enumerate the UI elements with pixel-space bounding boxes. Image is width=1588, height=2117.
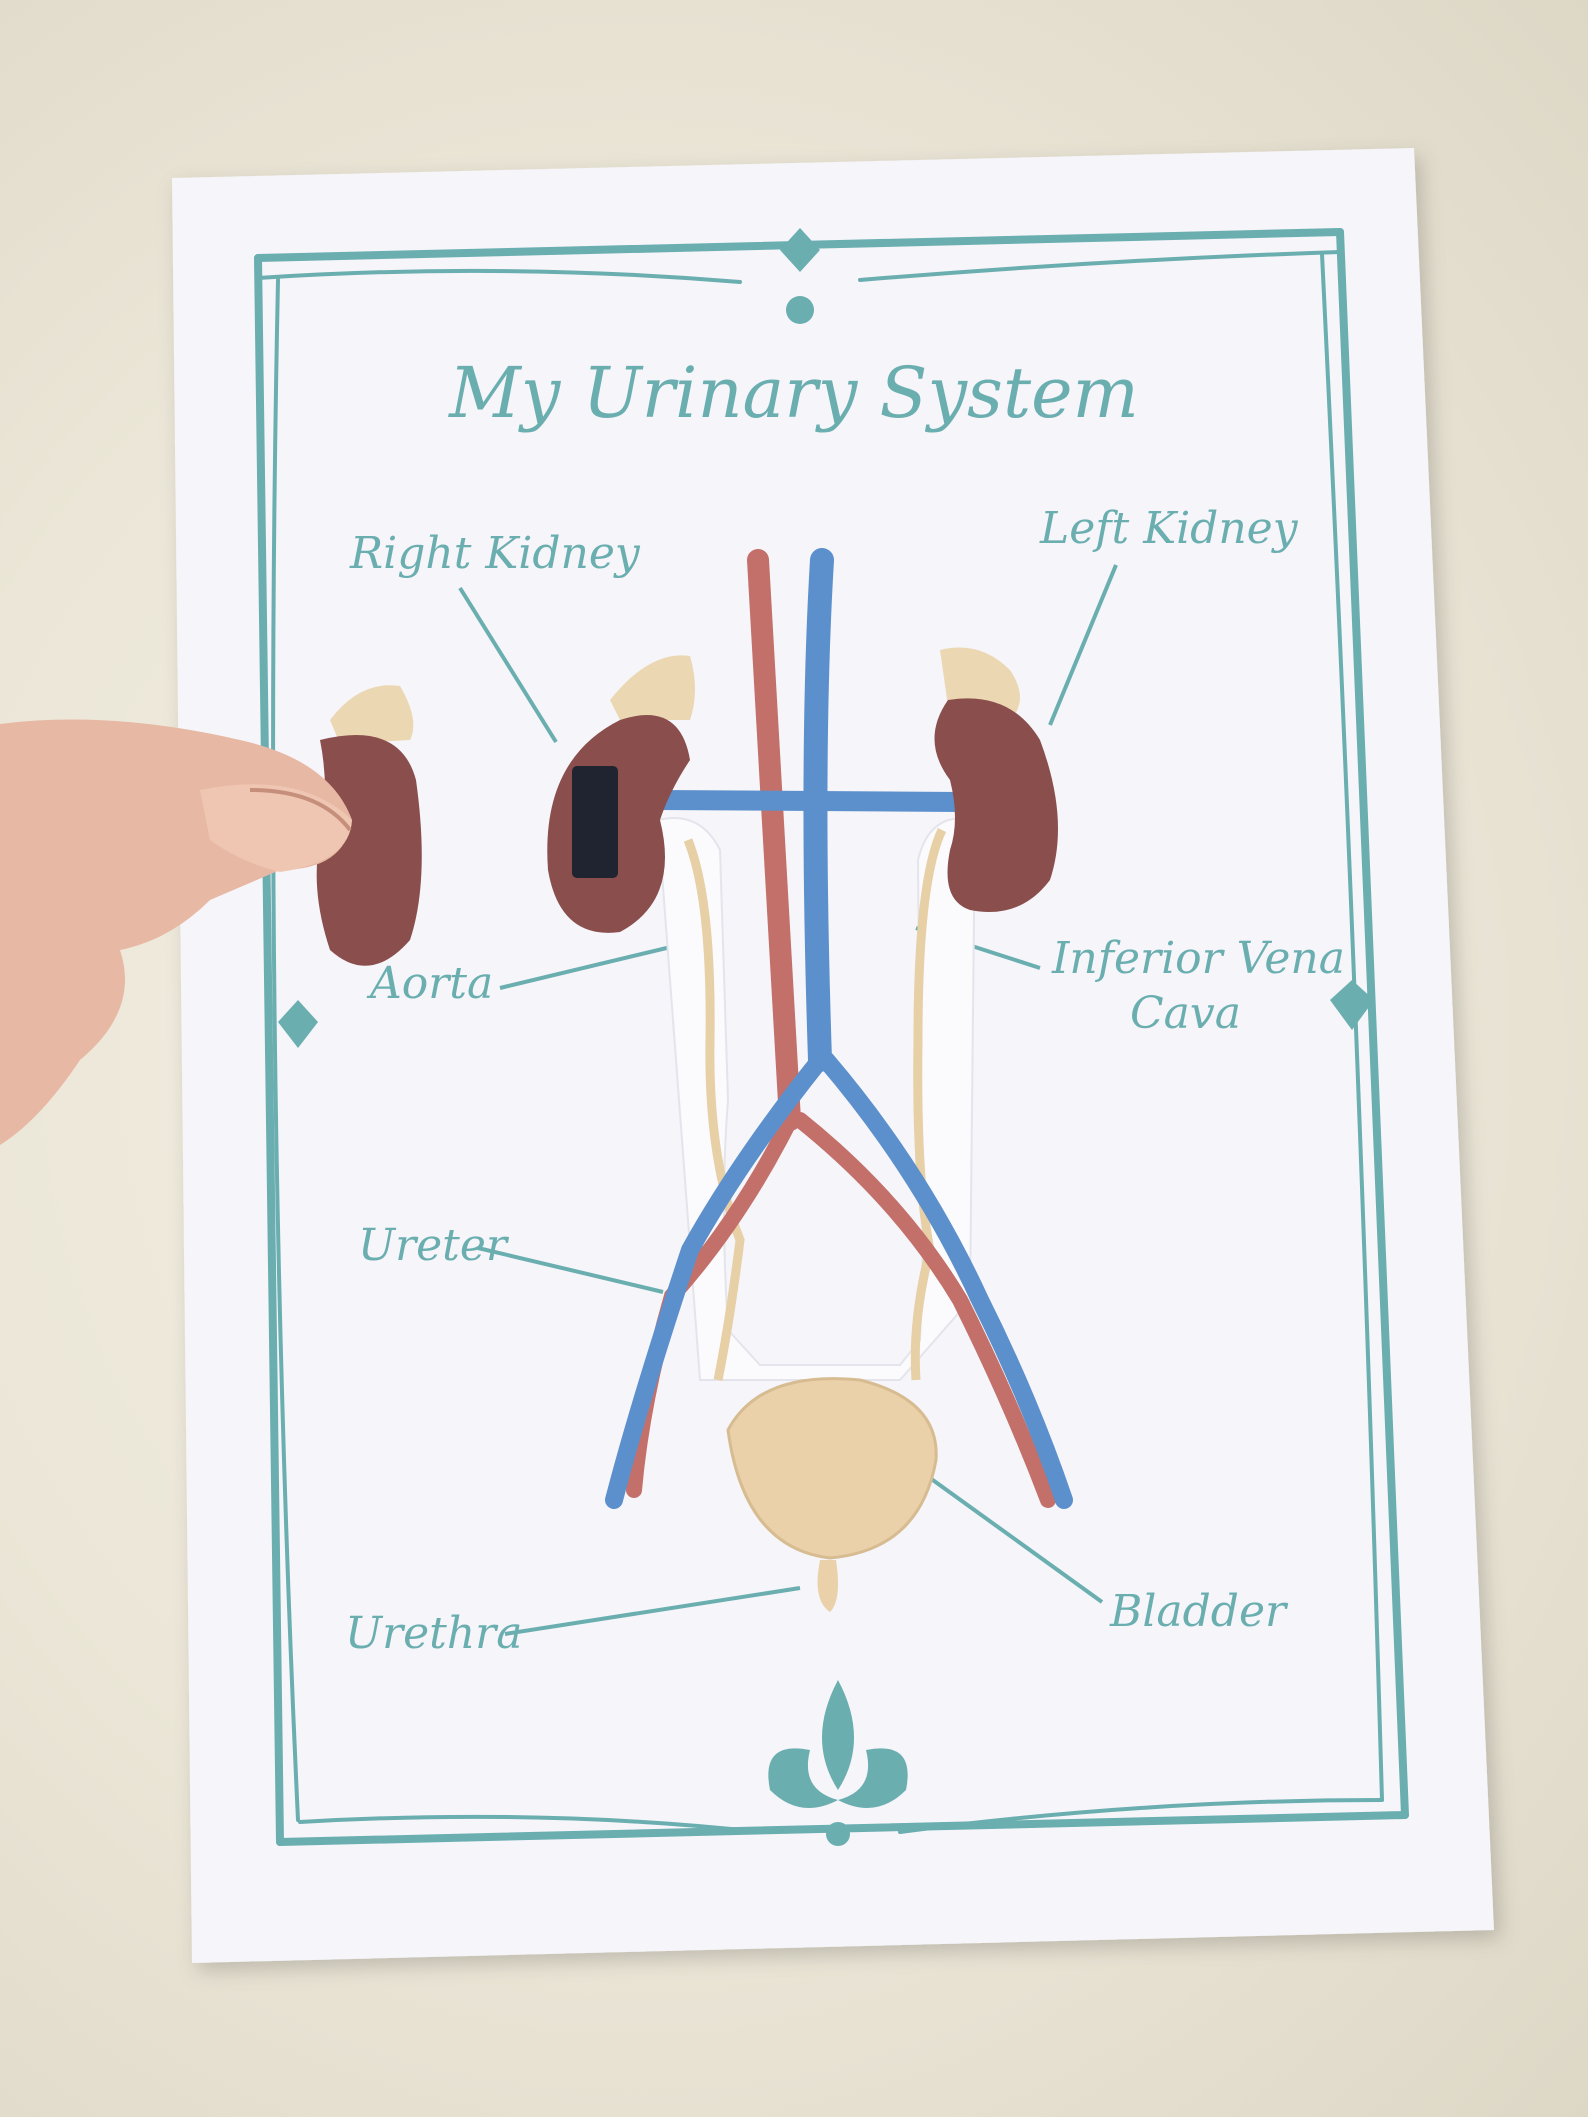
- label-ureter: Ureter: [358, 1220, 507, 1271]
- label-urethra: Urethra: [345, 1608, 523, 1659]
- hand: [0, 719, 352, 1145]
- label-aorta: Aorta: [370, 958, 494, 1009]
- bladder: [726, 1377, 938, 1612]
- inferior-vena-cava: [605, 548, 1073, 1509]
- label-left-kidney: Left Kidney: [1040, 503, 1298, 554]
- held-kidney-cutout: [316, 685, 422, 966]
- ureter: [683, 828, 947, 1381]
- velcro-patch: [572, 766, 618, 878]
- label-bladder: Bladder: [1110, 1586, 1287, 1637]
- right-kidney-cutout: [547, 655, 695, 933]
- label-right-kidney: Right Kidney: [350, 528, 640, 579]
- label-inferior-vena-cava-line1: Inferior Vena: [1052, 933, 1346, 984]
- label-inferior-vena-cava-line2: Cava: [1130, 988, 1241, 1039]
- left-kidney-cutout: [934, 647, 1058, 912]
- border-ornaments: [278, 228, 1374, 1846]
- page-title: My Urinary System: [449, 352, 1139, 434]
